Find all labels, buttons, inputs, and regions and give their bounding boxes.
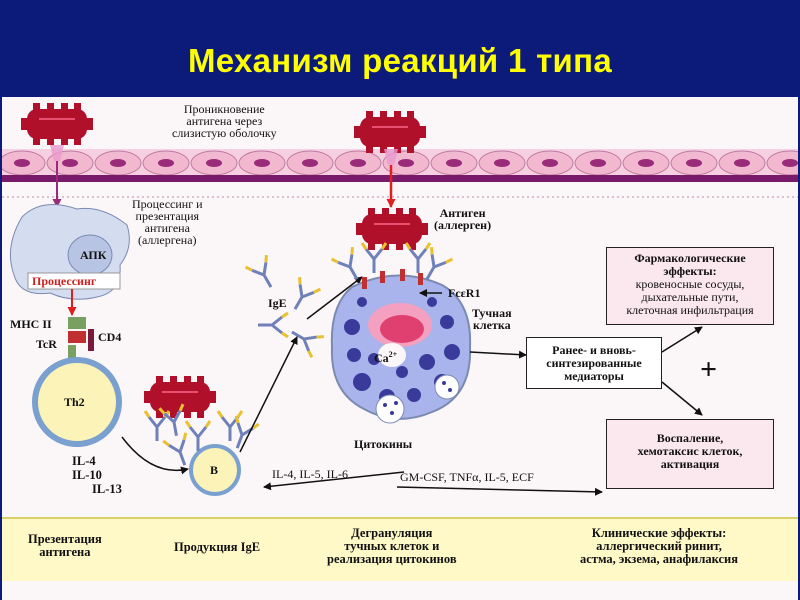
antigen-top-right (353, 110, 427, 154)
il-mid-label: IL-4, IL-5, IL-6 (272, 467, 348, 481)
cell-nucleus (158, 159, 174, 167)
cell-nucleus (254, 159, 270, 167)
processing-label: Процессинг (32, 274, 97, 288)
slide-title: Механизм реакций 1 типа (187, 42, 613, 79)
apc-label: АПК (80, 248, 107, 262)
gm-label: GM-CSF, TNFα, IL-5, ECF (400, 470, 534, 484)
step-ige: Продукция IgE (174, 540, 261, 554)
cell-nucleus (398, 159, 414, 167)
epithelium (2, 149, 798, 198)
inflammation-box: Воспаление,хемотаксис клеток,активация (606, 419, 774, 489)
cell-nucleus (494, 159, 510, 167)
th2-label: Th2 (64, 395, 85, 409)
cell-nucleus (14, 159, 30, 167)
plus-sign: + (700, 353, 718, 386)
step-clinical: Клинические эффекты:аллергический ринит,… (580, 526, 739, 566)
antigen-label: Антиген(аллерген) (434, 206, 492, 232)
diagram-graphics (2, 102, 798, 557)
cd4-label: CD4 (98, 330, 122, 344)
fcer-label: FcεR1 (448, 286, 481, 300)
mast-cell (330, 241, 472, 424)
cell-nucleus (446, 159, 462, 167)
cytokines-label: Цитокины (354, 437, 413, 451)
cell-nucleus (206, 159, 222, 167)
cell-nucleus (686, 159, 702, 167)
cell-nucleus (734, 159, 750, 167)
ca-label: Ca2+ (374, 350, 398, 365)
tcr-label: TcR (36, 337, 57, 351)
cell-nucleus (590, 159, 606, 167)
ige-label: IgE (268, 296, 287, 310)
cell-nucleus (542, 159, 558, 167)
cell-nucleus (638, 159, 654, 167)
antigen-top-left (20, 102, 94, 146)
b-label: B (210, 463, 219, 477)
cell-nucleus (62, 159, 78, 167)
b-cell (189, 444, 241, 496)
cell-nucleus (350, 159, 366, 167)
cell-nucleus (782, 159, 798, 167)
antigen-mast (355, 207, 429, 251)
cell-nucleus (110, 159, 126, 167)
summary-bar (2, 517, 798, 581)
mhc-label: MHC II (10, 317, 52, 331)
cell-nucleus (302, 159, 318, 167)
th2-cell (32, 357, 122, 447)
